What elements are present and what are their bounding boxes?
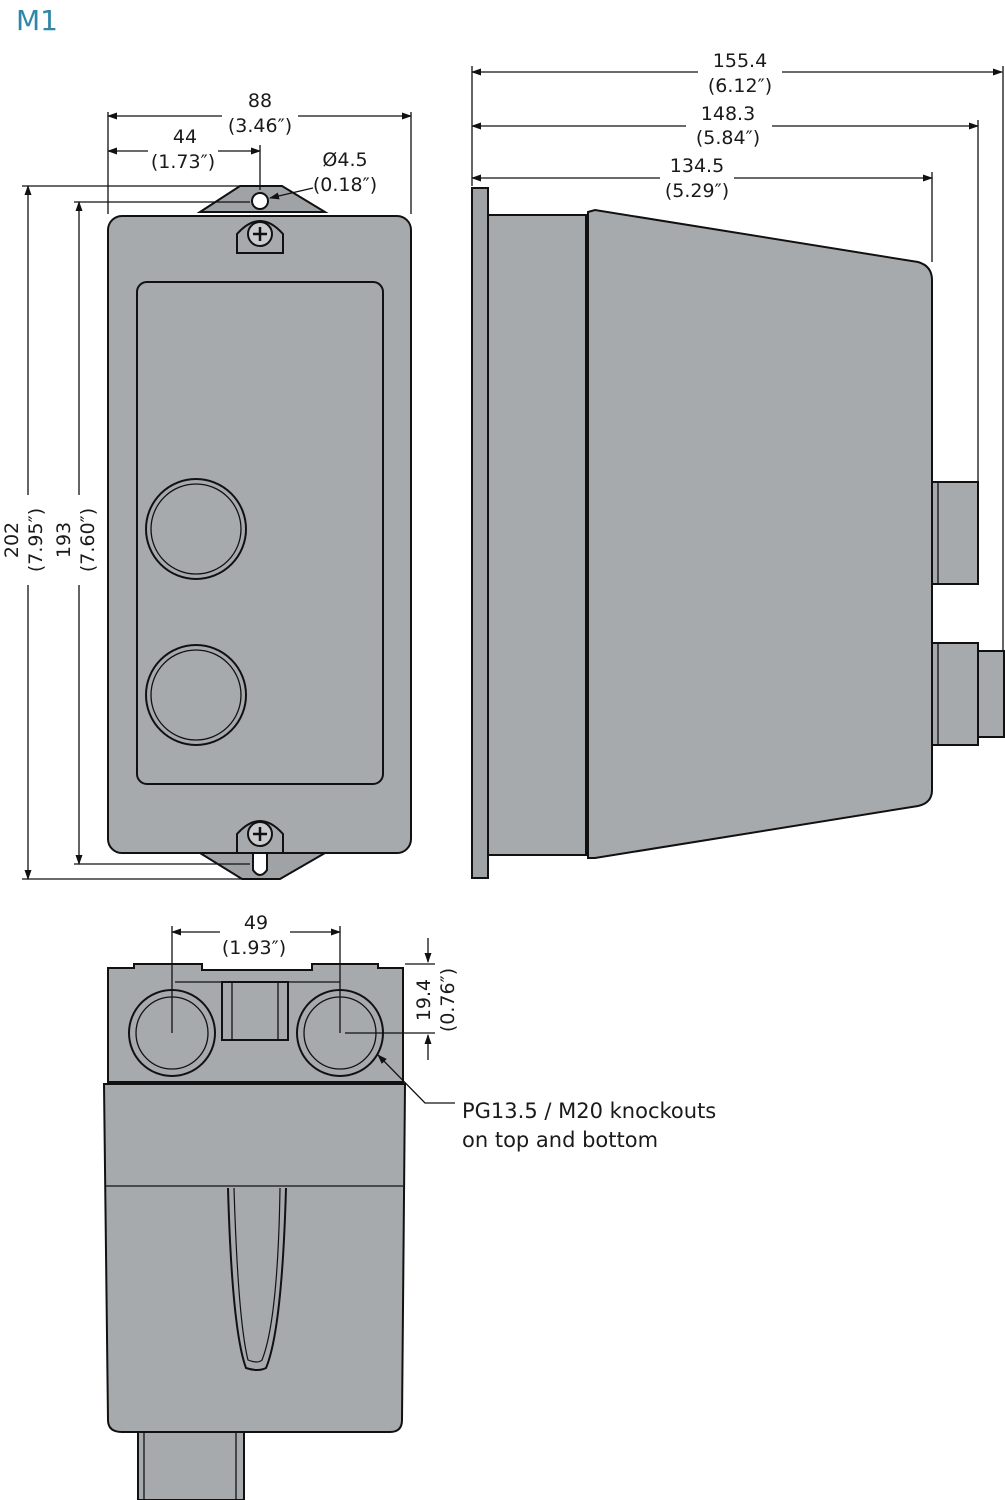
dim-202-in: (7.95″)	[25, 508, 47, 572]
knockout-note-line1: PG13.5 / M20 knockouts	[462, 1099, 716, 1123]
dim-88-mm: 88	[248, 90, 272, 112]
dim-hole-in: (0.18″)	[313, 174, 377, 196]
gland-upper	[931, 481, 979, 585]
bottom-screw-icon	[236, 820, 284, 854]
dim-19-in: (0.76″)	[437, 968, 459, 1032]
mounting-hole	[251, 192, 269, 210]
dim-155-in: (6.12″)	[708, 75, 772, 97]
button-hole-1	[145, 478, 247, 580]
base-section	[487, 214, 587, 856]
front-panel	[136, 281, 384, 785]
dim-148-mm: 148.3	[701, 103, 755, 125]
dim-88-in: (3.46″)	[228, 115, 292, 137]
top-view-cover	[102, 1083, 407, 1433]
front-view: 88 (3.46″) 44 (1.73″) Ø4.5 (0.18″) 202 (…	[1, 90, 412, 880]
center-slot	[221, 981, 289, 1041]
dim-49-in: (1.93″)	[222, 937, 286, 959]
tapered-cover	[587, 208, 933, 859]
model-title: M1	[16, 4, 58, 37]
mounting-slot	[252, 852, 268, 876]
dim-19-mm: 19.4	[413, 979, 435, 1021]
gland-lower	[931, 642, 979, 746]
back-plate	[471, 187, 489, 879]
cover-ridge	[227, 1187, 287, 1371]
side-view: 155.4 (6.12″) 148.3 (5.84″) 134.5 (5.29″…	[471, 50, 1005, 879]
dim-148-in: (5.84″)	[696, 127, 760, 149]
dim-202-mm: 202	[1, 522, 23, 558]
gland-lower-cap	[977, 650, 1005, 738]
top-view: 49 (1.93″) 19.4 (0.76″) PG13.5 / M20 kno…	[102, 912, 716, 1500]
dim-193-mm: 193	[53, 522, 75, 558]
dim-44-mm: 44	[173, 126, 197, 148]
top-screw-icon	[236, 220, 284, 254]
dim-49-mm: 49	[244, 912, 268, 934]
dim-44-in: (1.73″)	[151, 151, 215, 173]
button-hole-2	[145, 644, 247, 746]
dim-134-mm: 134.5	[670, 155, 724, 177]
dim-hole-mm: Ø4.5	[322, 149, 367, 171]
dim-193-in: (7.60″)	[77, 508, 99, 572]
knockout-note-line2: on top and bottom	[462, 1128, 658, 1152]
dim-155-mm: 155.4	[713, 50, 767, 72]
dim-134-in: (5.29″)	[665, 180, 729, 202]
bottom-gland	[137, 1431, 245, 1500]
